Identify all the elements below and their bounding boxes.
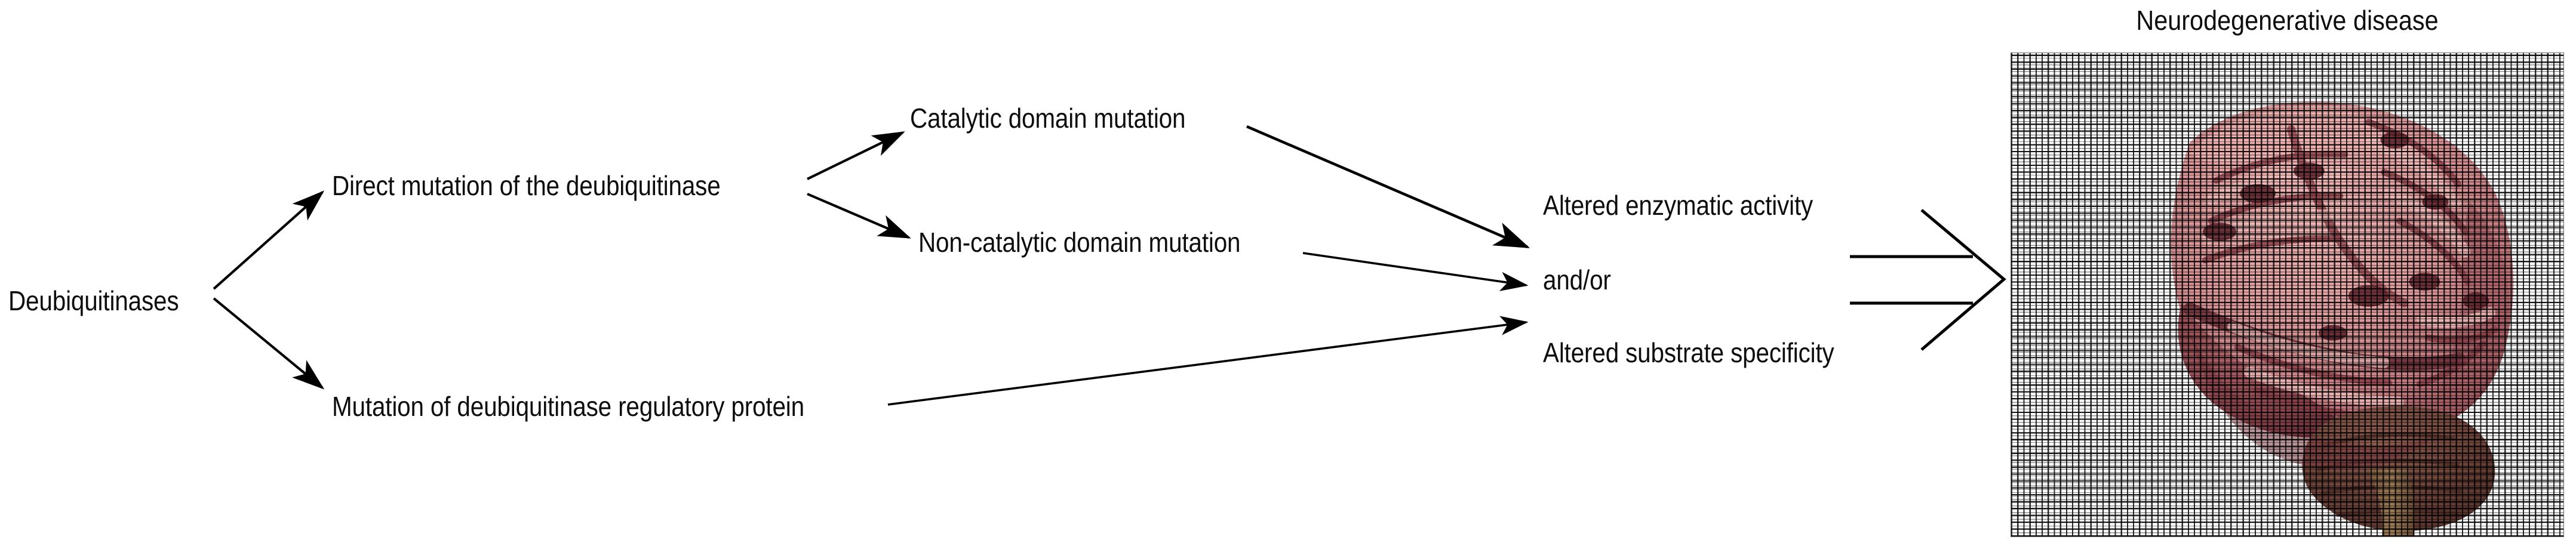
node-label-deubiquitinases: Deubiquitinases (8, 285, 179, 316)
edge-direct-mutation-to-noncatalytic (807, 193, 911, 239)
node-label-catalytic-domain-mutation: Catalytic domain mutation (910, 103, 1186, 134)
node-label-regulatory-protein: Mutation of deubiquitinase regulatory pr… (332, 391, 804, 422)
node-label-non-catalytic-domain-mutation: Non-catalytic domain mutation (918, 227, 1241, 258)
node-label-direct-mutation: Direct mutation of the deubiquitinase (332, 170, 721, 201)
edge-deubiquitinases-to-regulatory-protein (213, 297, 325, 390)
node-label-altered-substrate-specificity: Altered substrate specificity (1543, 337, 1834, 368)
edge-direct-mutation-to-catalytic (807, 131, 905, 180)
edge-regulatory-protein-to-outcomes (887, 316, 1529, 406)
outcome-to-disease-block-arrow (1850, 209, 2006, 351)
brain-illustration (2011, 53, 2563, 536)
panel-title-neurodegenerative-disease: Neurodegenerative disease (2136, 5, 2439, 36)
node-label-and-or: and/or (1543, 264, 1611, 295)
edge-catalytic-to-outcomes (1246, 125, 1530, 249)
edge-deubiquitinases-to-direct-mutation (213, 190, 325, 290)
brain-image-panel (2011, 53, 2564, 537)
edge-noncatalytic-to-outcomes (1302, 252, 1529, 291)
node-label-altered-enzymatic-activity: Altered enzymatic activity (1543, 190, 1813, 221)
